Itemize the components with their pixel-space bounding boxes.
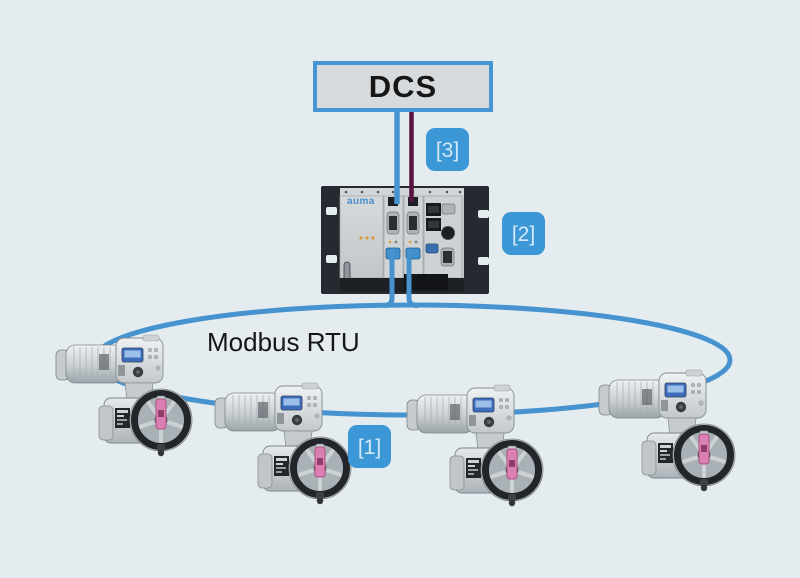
fieldbus-card-1 (383, 195, 404, 279)
marker-2: [2] (502, 212, 545, 255)
marker-1-box (348, 425, 391, 468)
bus-label: Modbus RTU (207, 327, 360, 357)
interface-card (423, 195, 463, 279)
rack-bottom-module (404, 274, 448, 290)
loop-cable-right (406, 248, 420, 309)
dcs-box: DCS (313, 61, 493, 112)
marker-2-label: [2] (512, 223, 535, 246)
marker-3-box (426, 128, 469, 171)
loop-drop-cables (381, 248, 420, 309)
marker-2-box (502, 212, 545, 255)
master-station-rack: auma (321, 186, 489, 294)
dcs-box-label: DCS (369, 69, 437, 104)
marker-3-label: [3] (436, 139, 459, 162)
rack-top-rail (340, 188, 464, 196)
marker-3: [3] (426, 128, 469, 171)
marker-1-label: [1] (358, 436, 381, 459)
loop-cable-left (381, 248, 395, 309)
auma-brand-logo: auma (347, 196, 375, 207)
marker-1: [1] (348, 425, 391, 468)
dcs-box-rect (313, 61, 493, 112)
rack-mounting-holes (326, 207, 489, 265)
panel-status-leds (359, 236, 375, 240)
